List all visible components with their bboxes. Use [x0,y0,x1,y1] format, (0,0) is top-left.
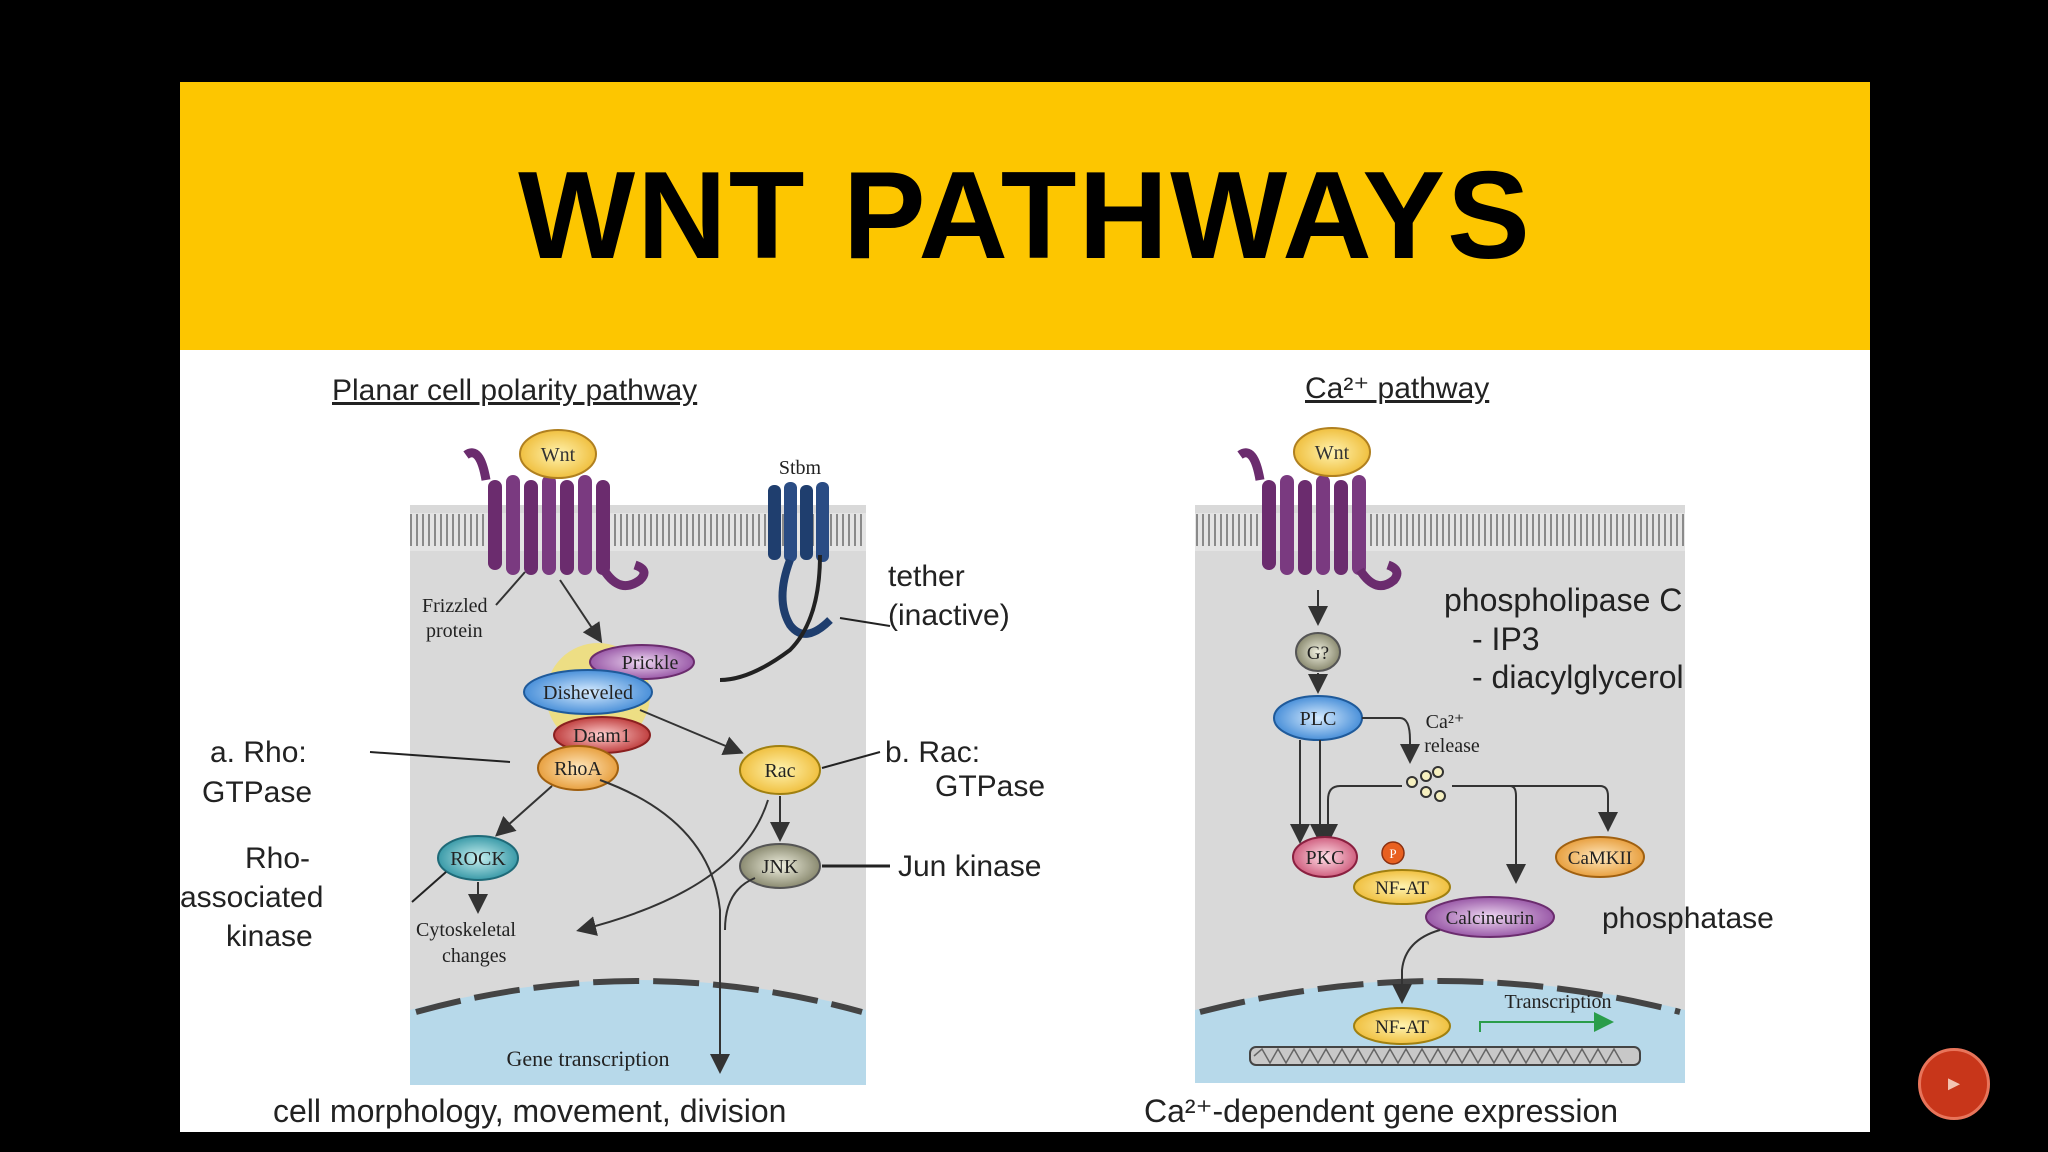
disheveled-label: Disheveled [543,682,633,704]
calcium-ions-icon [1406,766,1446,802]
planar-heading: Planar cell polarity pathway [332,374,697,407]
prickle-label: Prickle [622,652,679,674]
frizzled-label-1: Frizzled [422,595,488,617]
phosphate-label: P [1389,846,1396,861]
disheveled-protein [523,669,653,715]
plc-side-label-2: - IP3 [1472,621,1540,657]
calcium-to-camkii-arrow [1452,785,1618,832]
calcium-caption: Ca²⁺-dependent gene expression [1144,1093,1618,1129]
rock-side-label-3: kinase [226,920,313,953]
camkii-label: CaMKII [1568,848,1632,869]
nfat-cytoplasm-protein [1353,869,1451,905]
cytoskeletal-label-1: Cytoskeletal [416,919,516,941]
frizzled-pointer [495,571,526,606]
slide-nav-button[interactable]: ► [1918,1048,1990,1120]
planar-pathway: Planar cell polarity pathway Wnt Stbm [180,374,1045,1129]
rhoa-label: RhoA [554,758,602,780]
calcineurin-protein [1425,896,1555,938]
frizzled-to-disheveled-arrow [559,579,603,644]
tether-pointer [839,617,891,627]
disheveled-to-rac-arrow [639,709,744,756]
calcium-heading: Ca²⁺ pathway [1305,372,1489,405]
ca-release-label-2: release [1424,735,1480,757]
phosphate-icon [1381,841,1405,865]
tether-label-1: tether [888,560,965,593]
calcium-frizzled-receptor-icon [1237,448,1402,591]
calcium-membrane [1195,513,1685,551]
rhoa-to-transcription-arrow [599,779,730,1074]
frizzled-label-2: protein [426,620,483,642]
plc-side-label-3: - diacylglycerol [1472,659,1684,695]
transcription-arrow [1479,1012,1614,1032]
planar-caption: cell morphology, movement, division [273,1093,786,1129]
rac-protein [739,745,821,795]
plc-to-calcium-arrow [1362,717,1420,764]
rock-pointer [411,871,447,903]
stbm-label: Stbm [779,457,822,479]
g-protein [1295,632,1341,672]
rac-label: Rac [764,760,795,782]
wnt-label: Wnt [541,444,576,466]
calcium-pathway: Ca²⁺ pathway Wnt G? PLC Ca²⁺ release [1144,372,1774,1129]
pkc-protein [1292,836,1358,878]
wnt-pathway-diagram: Planar cell polarity pathway Wnt Stbm [180,372,1774,1129]
pkc-label: PKC [1306,847,1345,869]
rock-side-label-1: Rho- [245,842,310,875]
gene-transcription-label: Gene transcription [506,1046,669,1071]
g-protein-label: G? [1307,643,1329,664]
forward-icon: ► [1944,1072,1964,1095]
calcium-to-pkc-arrow [1318,785,1402,844]
jnk-side-label: Jun kinase [898,850,1041,883]
nfat-nucleus-label: NF-AT [1375,1017,1429,1038]
rac-pointer [821,751,881,769]
jnk-to-transcription-line [724,877,756,931]
title-banner: WNT PATHWAYS [180,82,1870,350]
dna-helix-pattern [1253,1047,1623,1065]
planar-nuclear-envelope [415,978,863,1015]
dna-strand-icon [1249,1046,1641,1066]
rhoa-protein [537,745,619,791]
ca-release-label-1: Ca²⁺ [1426,711,1465,733]
cytoskeletal-label-2: changes [442,945,507,967]
calcium-wnt-ligand [1293,427,1371,477]
rho-pointer [369,751,511,763]
rac-side-label-2: GTPase [935,770,1045,803]
tether-line [719,554,822,682]
planar-nucleus [410,980,866,1085]
frizzled-receptor-icon [463,448,649,591]
rac-to-cytoskeleton-arrow [576,799,769,936]
stbm-receptor-icon [768,482,833,638]
rock-label: ROCK [450,848,506,870]
rho-label-1: a. Rho: [210,736,307,769]
rock-protein [437,835,519,881]
transcription-label: Transcription [1504,991,1611,1013]
daam1-label: Daam1 [573,725,631,747]
wnt-ligand [519,429,597,479]
rac-side-label-1: b. Rac: [885,736,980,769]
calcineurin-label: Calcineurin [1446,908,1535,929]
calcium-to-calcineurin-arrow [1470,785,1526,884]
slide-title: WNT PATHWAYS [518,147,1532,285]
phosphatase-label: phosphatase [1602,902,1774,935]
rock-side-label-2: associated [180,881,323,914]
tether-label-2: (inactive) [888,599,1010,632]
plc-label: PLC [1300,708,1337,730]
calcium-wnt-label: Wnt [1315,442,1350,464]
calcineurin-to-nucleus-arrow [1392,929,1441,1004]
nfat-label: NF-AT [1375,878,1429,899]
camkii-protein [1555,836,1645,878]
rho-label-2: GTPase [202,776,312,809]
nfat-nuclear-protein [1353,1007,1451,1045]
plc-side-label-1: phospholipase C [1444,582,1682,618]
jnk-protein [739,843,821,889]
diagram-panel: Planar cell polarity pathway Wnt Stbm [180,350,1870,1132]
rhoa-to-rock-arrow [495,785,553,837]
calcium-nuclear-envelope [1199,978,1681,1015]
jnk-label: JNK [762,856,799,878]
planar-membrane [410,513,866,551]
